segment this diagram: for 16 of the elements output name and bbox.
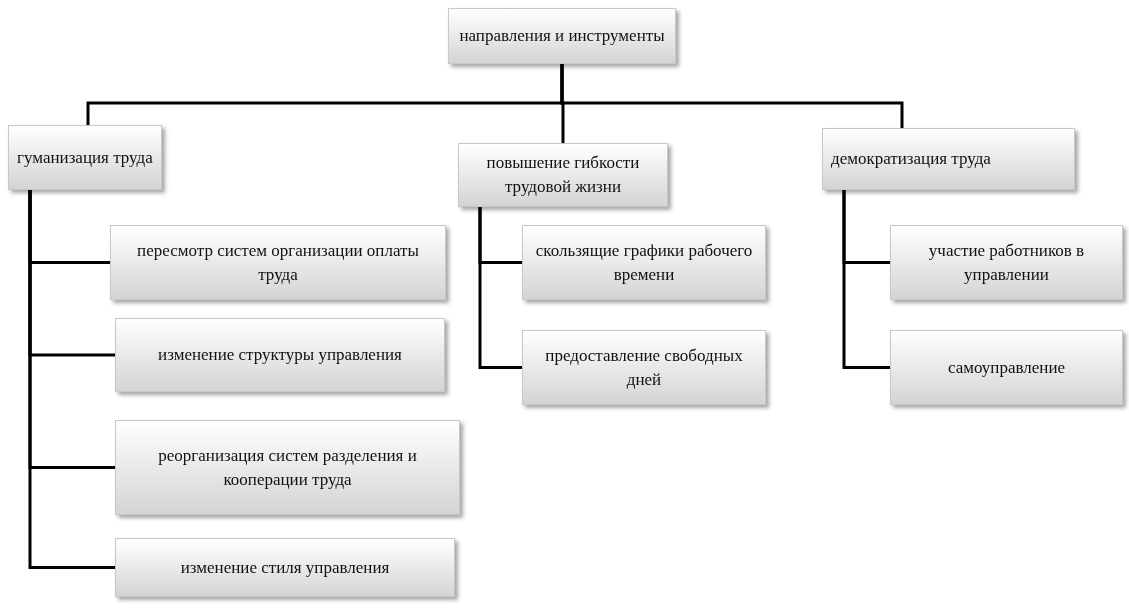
text-box: гуманизация труда — [8, 125, 162, 190]
text-box: демократизация труда — [822, 128, 1075, 190]
text-box: повышение гибкости трудовой жизни — [458, 143, 668, 207]
text-box: участие работников в управлении — [890, 225, 1123, 300]
text-box: пересмотр систем организации оплаты труда — [110, 225, 446, 300]
text-box: самоуправление — [890, 330, 1123, 405]
text-box: изменение стиля управления — [115, 538, 455, 597]
text-box: изменение структуры управления — [115, 318, 445, 392]
text-box: предоставление свободных дней — [522, 330, 766, 405]
connector-line — [478, 207, 522, 369]
text-box: направления и инструменты — [448, 8, 676, 64]
text-box: скользящие графики рабочего времени — [522, 225, 766, 300]
connector-line — [560, 64, 904, 128]
connector-line — [28, 190, 115, 569]
text-box: реорганизация систем разделения и кооперации труда — [115, 420, 460, 515]
connector-line — [842, 190, 890, 369]
